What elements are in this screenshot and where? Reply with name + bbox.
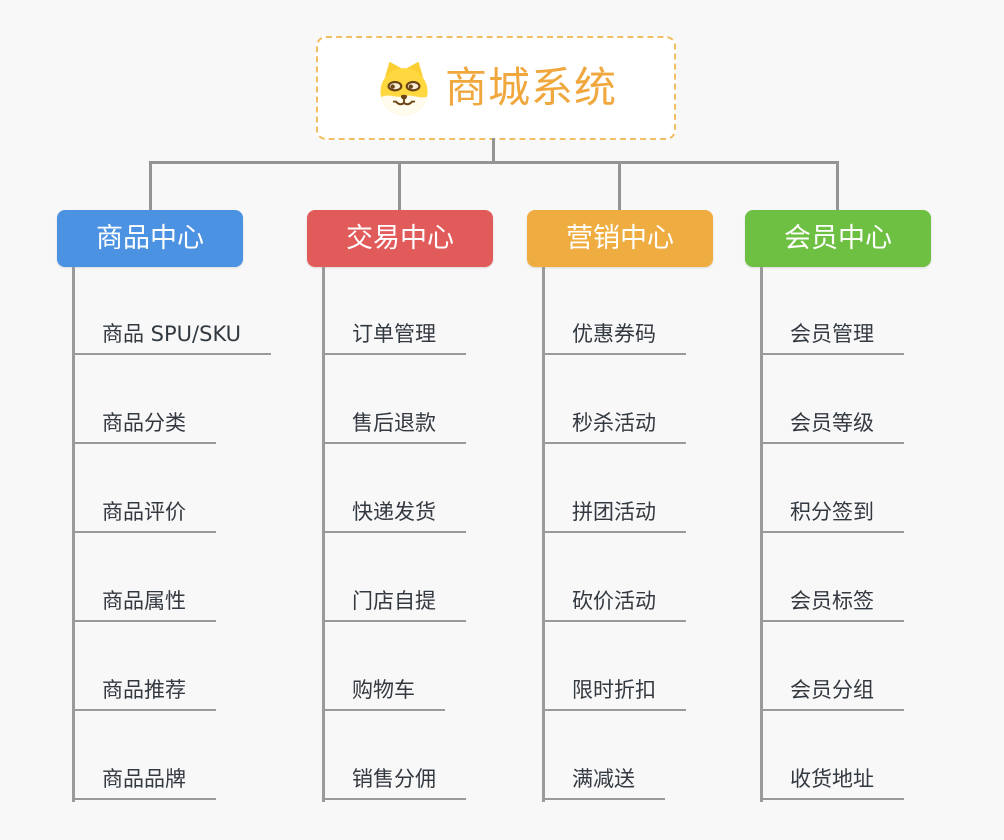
connector-spine xyxy=(542,267,545,802)
branch-label: 营销中心 xyxy=(566,223,674,254)
root-node-mall-system[interactable]: 商城系统 xyxy=(316,36,676,140)
leaf-node-row: 商品推荐 xyxy=(72,622,271,711)
branch-column-trade-center: 交易中心 订单管理 售后退款 快递发货 门店自提 购物车 销售分佣 xyxy=(307,210,537,802)
leaf-node-row: 门店自提 xyxy=(322,533,466,622)
leaf-node[interactable]: 商品 SPU/SKU xyxy=(72,322,272,355)
leaf-list: 会员管理 会员等级 积分签到 会员标签 会员分组 收货地址 xyxy=(760,266,904,800)
branch-column-member-center: 会员中心 会员管理 会员等级 积分签到 会员标签 会员分组 收货地址 xyxy=(745,210,975,802)
branch-label: 交易中心 xyxy=(346,223,454,254)
leaf-node[interactable]: 优惠券码 xyxy=(542,322,686,355)
leaf-node[interactable]: 商品评价 xyxy=(72,500,216,533)
leaf-node-row: 商品属性 xyxy=(72,533,271,622)
leaf-node[interactable]: 快递发货 xyxy=(322,500,466,533)
leaf-node-row: 购物车 xyxy=(322,622,466,711)
leaf-node[interactable]: 拼团活动 xyxy=(542,500,686,533)
leaf-node[interactable]: 秒杀活动 xyxy=(542,411,686,444)
leaf-node[interactable]: 售后退款 xyxy=(322,411,466,444)
leaf-node[interactable]: 商品品牌 xyxy=(72,767,216,800)
leaf-node[interactable]: 订单管理 xyxy=(322,322,466,355)
leaf-node-row: 砍价活动 xyxy=(542,533,686,622)
connector-spine xyxy=(322,267,325,802)
leaf-node-row: 拼团活动 xyxy=(542,444,686,533)
connector-spine xyxy=(72,267,75,802)
leaf-node-row: 商品 SPU/SKU xyxy=(72,266,272,355)
leaf-list: 商品 SPU/SKU 商品分类 商品评价 商品属性 商品推荐 商品品牌 xyxy=(72,266,272,800)
branch-label: 会员中心 xyxy=(784,223,892,254)
leaf-node-row: 会员标签 xyxy=(760,533,904,622)
leaf-node[interactable]: 会员标签 xyxy=(760,589,904,622)
leaf-node[interactable]: 门店自提 xyxy=(322,589,466,622)
leaf-node-row: 秒杀活动 xyxy=(542,355,686,444)
leaf-node[interactable]: 会员分组 xyxy=(760,678,904,711)
branch-label: 商品中心 xyxy=(96,223,204,254)
leaf-node-row: 订单管理 xyxy=(322,266,466,355)
branch-node-marketing-center[interactable]: 营销中心 xyxy=(527,210,713,267)
leaf-node[interactable]: 商品属性 xyxy=(72,589,216,622)
leaf-node[interactable]: 商品分类 xyxy=(72,411,216,444)
branch-node-trade-center[interactable]: 交易中心 xyxy=(307,210,493,267)
leaf-node[interactable]: 会员等级 xyxy=(760,411,904,444)
leaf-node[interactable]: 收货地址 xyxy=(760,767,904,800)
leaf-node-row: 商品分类 xyxy=(72,355,271,444)
leaf-node-row: 限时折扣 xyxy=(542,622,686,711)
connector-rail-horizontal xyxy=(149,161,839,164)
branch-node-member-center[interactable]: 会员中心 xyxy=(745,210,931,267)
leaf-list: 订单管理 售后退款 快递发货 门店自提 购物车 销售分佣 xyxy=(322,266,466,800)
connector-drop-marketing xyxy=(618,161,621,210)
branch-column-product-center: 商品中心 商品 SPU/SKU 商品分类 商品评价 商品属性 商品推荐 商品品牌 xyxy=(57,210,287,802)
branch-node-product-center[interactable]: 商品中心 xyxy=(57,210,243,267)
connector-drop-trade xyxy=(398,161,401,210)
leaf-node-row: 积分签到 xyxy=(760,444,904,533)
leaf-node[interactable]: 砍价活动 xyxy=(542,589,686,622)
branch-column-marketing-center: 营销中心 优惠券码 秒杀活动 拼团活动 砍价活动 限时折扣 满减送 xyxy=(527,210,757,802)
root-title: 商城系统 xyxy=(444,63,617,112)
leaf-node-row: 会员等级 xyxy=(760,355,904,444)
leaf-list: 优惠券码 秒杀活动 拼团活动 砍价活动 限时折扣 满减送 xyxy=(542,266,686,800)
leaf-node[interactable]: 满减送 xyxy=(542,767,665,800)
leaf-node[interactable]: 销售分佣 xyxy=(322,767,466,800)
leaf-node-row: 商品品牌 xyxy=(72,711,271,800)
doge-face-icon xyxy=(380,61,428,116)
leaf-node-row: 快递发货 xyxy=(322,444,466,533)
leaf-node-row: 商品评价 xyxy=(72,444,271,533)
connector-spine xyxy=(760,267,763,802)
leaf-node-row: 销售分佣 xyxy=(322,711,466,800)
leaf-node[interactable]: 会员管理 xyxy=(760,322,904,355)
leaf-node[interactable]: 购物车 xyxy=(322,678,445,711)
leaf-node-row: 优惠券码 xyxy=(542,266,686,355)
leaf-node[interactable]: 限时折扣 xyxy=(542,678,686,711)
leaf-node-row: 售后退款 xyxy=(322,355,466,444)
leaf-node-row: 会员管理 xyxy=(760,266,904,355)
leaf-node-row: 会员分组 xyxy=(760,622,904,711)
leaf-node[interactable]: 积分签到 xyxy=(760,500,904,533)
connector-drop-member xyxy=(836,161,839,210)
connector-drop-product xyxy=(149,161,152,210)
leaf-node-row: 满减送 xyxy=(542,711,686,800)
leaf-node-row: 收货地址 xyxy=(760,711,904,800)
connector-root-vertical xyxy=(492,138,495,163)
leaf-node[interactable]: 商品推荐 xyxy=(72,678,216,711)
